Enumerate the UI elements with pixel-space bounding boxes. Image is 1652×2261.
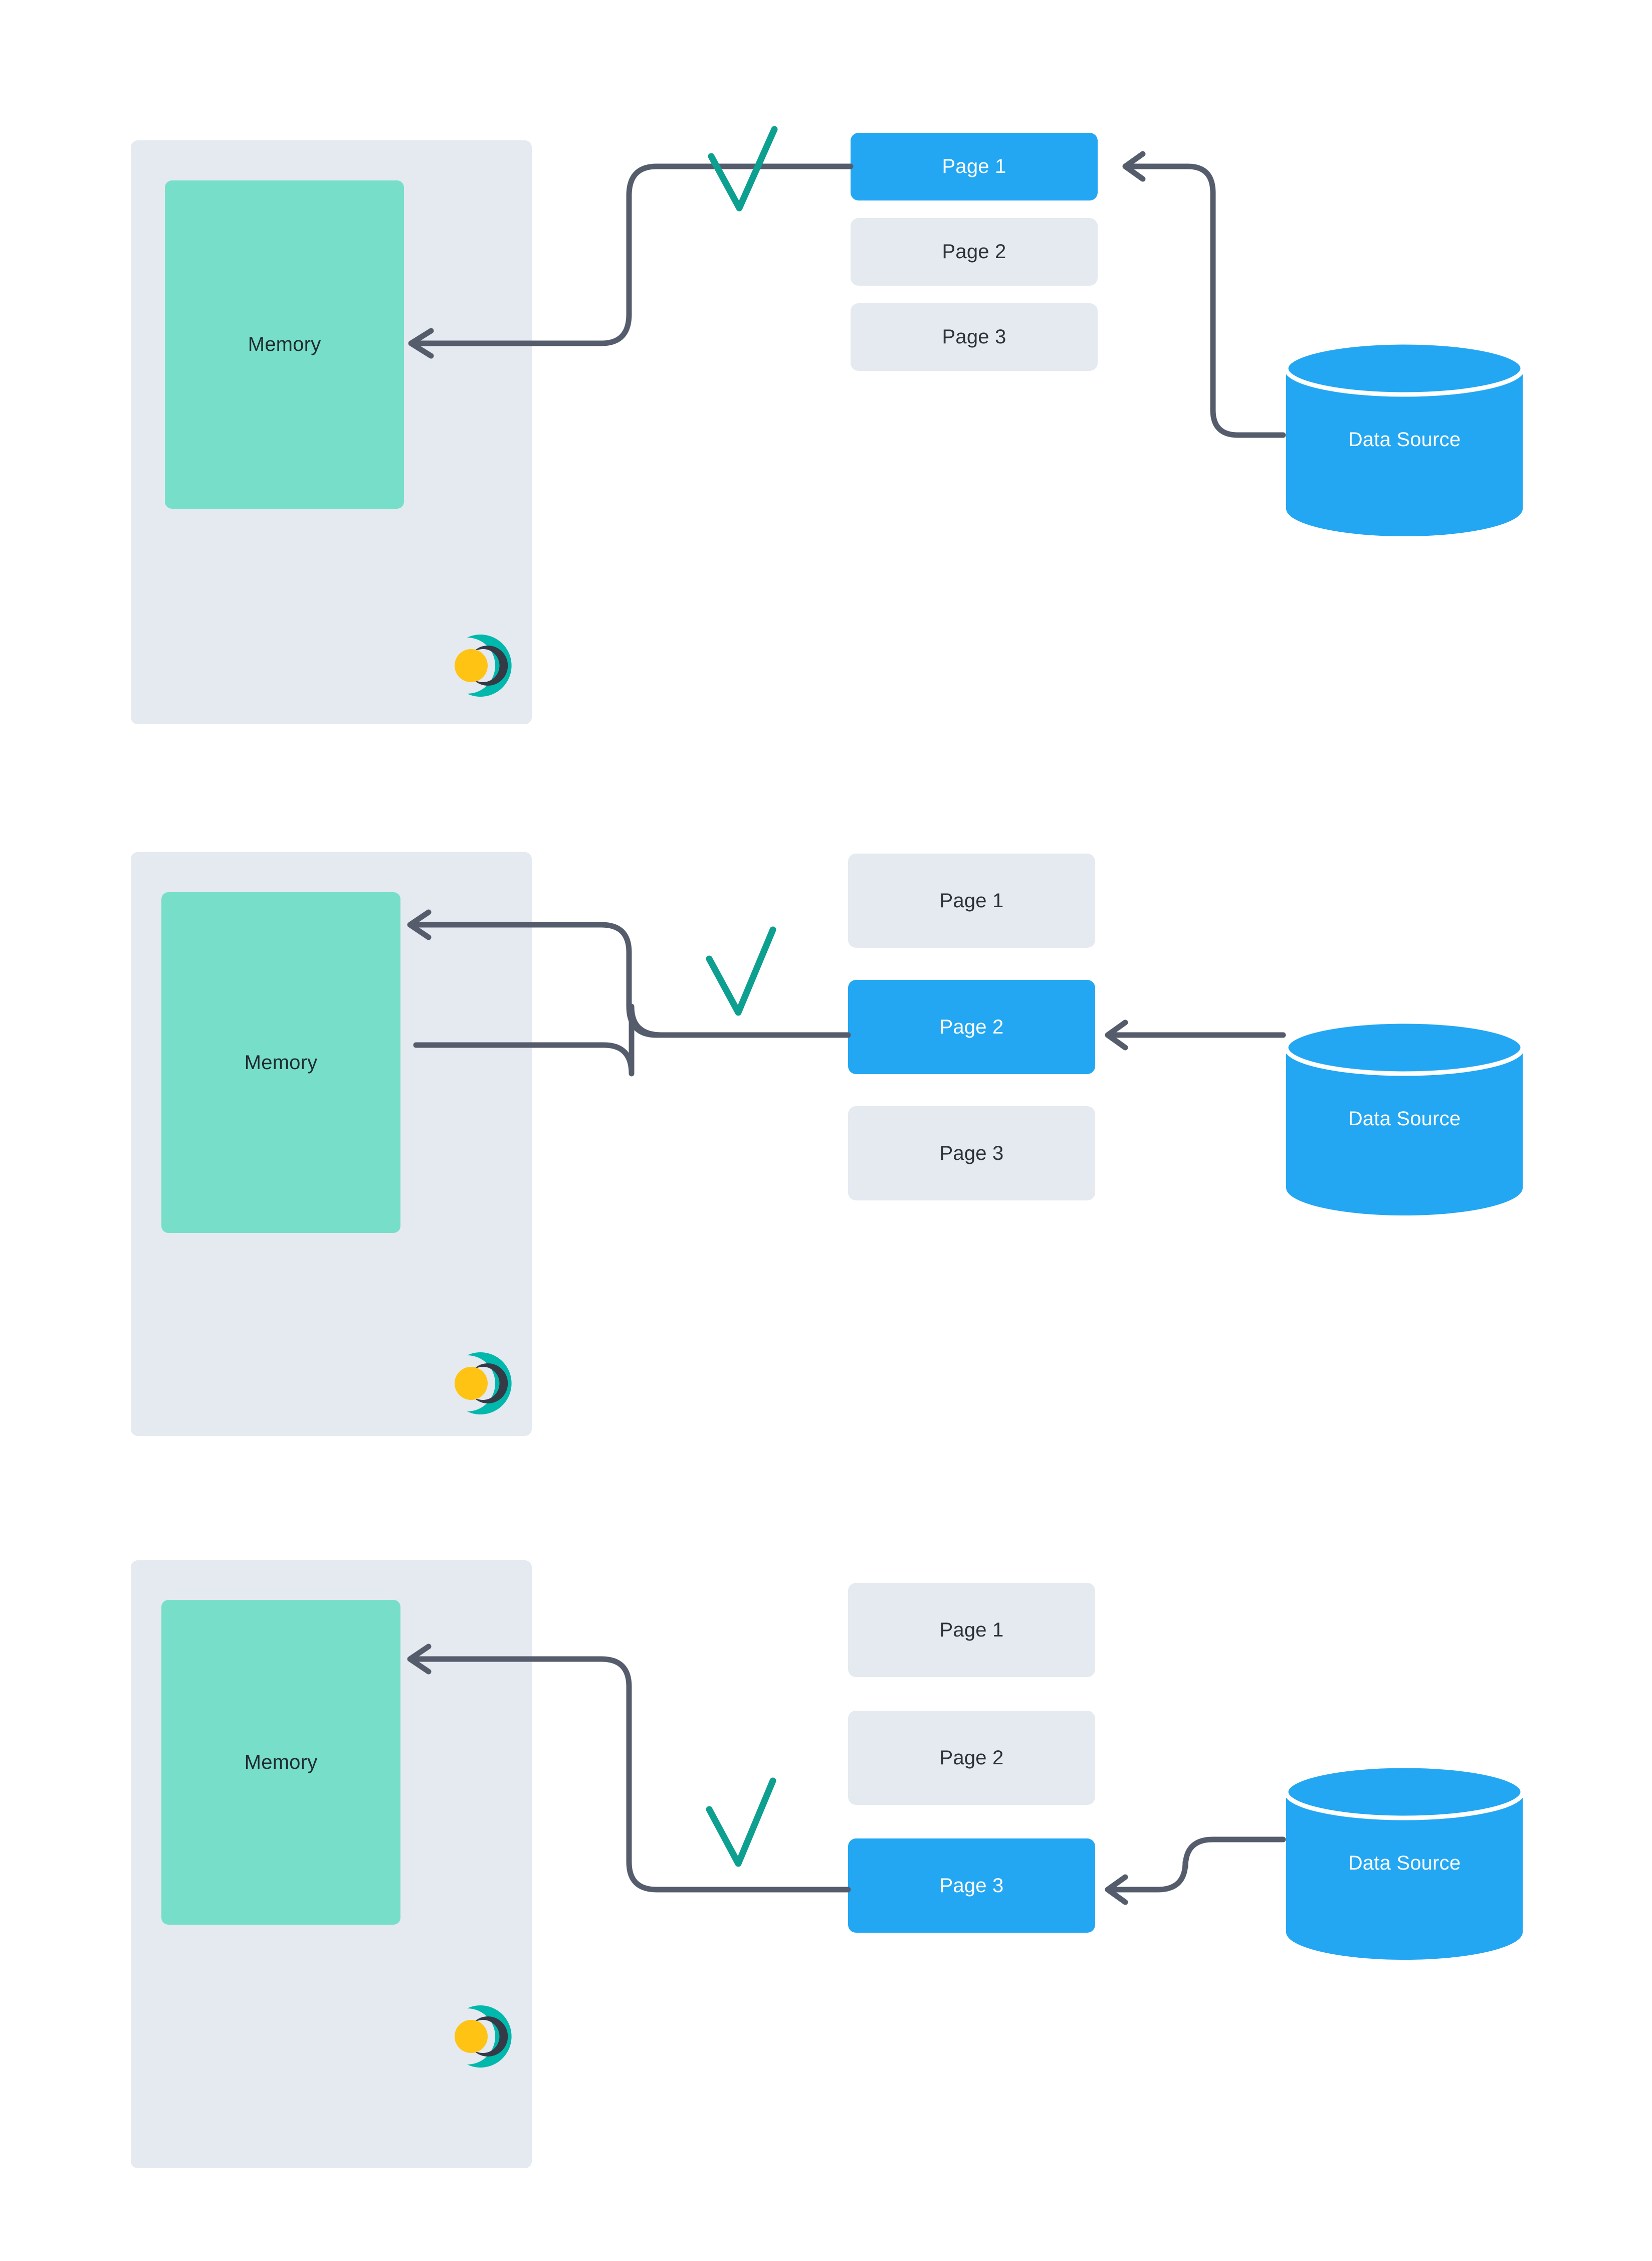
- check-mark-icon-2: [706, 926, 776, 1016]
- page-label-2-1: Page 1: [939, 889, 1004, 912]
- page-box-1-1[interactable]: Page 1: [851, 133, 1098, 200]
- datasource-label-3: Data Source: [1348, 1852, 1461, 1874]
- check-mark-icon-1: [708, 126, 778, 212]
- datasource-cylinder-1[interactable]: Data Source: [1284, 340, 1525, 536]
- page-label-1-1: Page 1: [942, 155, 1006, 177]
- datasource-cylinder-3[interactable]: Data Source: [1284, 1763, 1525, 1960]
- memory-label-3: Memory: [244, 1751, 318, 1773]
- page-box-2-1[interactable]: Page 1: [848, 854, 1095, 948]
- page-box-3-2[interactable]: Page 2: [848, 1711, 1095, 1805]
- page-box-2-2[interactable]: Page 2: [848, 980, 1095, 1074]
- datasource-label-2: Data Source: [1348, 1108, 1461, 1130]
- crescent-logo-3: [446, 2001, 521, 2072]
- memory-box-1[interactable]: Memory: [165, 180, 404, 509]
- page-box-1-2[interactable]: Page 2: [851, 218, 1098, 286]
- crescent-logo-2: [446, 1348, 521, 1418]
- page-label-2-3: Page 3: [939, 1142, 1004, 1164]
- page-box-1-3[interactable]: Page 3: [851, 303, 1098, 371]
- page-box-2-3[interactable]: Page 3: [848, 1106, 1095, 1200]
- memory-box-3[interactable]: Memory: [161, 1600, 400, 1925]
- page-label-1-3: Page 3: [942, 326, 1006, 348]
- page-box-3-1[interactable]: Page 1: [848, 1583, 1095, 1677]
- page-box-3-3[interactable]: Page 3: [848, 1838, 1095, 1933]
- memory-label-1: Memory: [248, 333, 321, 355]
- page-label-3-2: Page 2: [939, 1746, 1004, 1769]
- page-label-2-2: Page 2: [939, 1015, 1004, 1038]
- page-label-1-2: Page 2: [942, 241, 1006, 263]
- page-label-3-1: Page 1: [939, 1618, 1004, 1641]
- datasource-label-1: Data Source: [1348, 429, 1461, 451]
- datasource-cylinder-2[interactable]: Data Source: [1284, 1019, 1525, 1215]
- memory-label-2: Memory: [244, 1051, 318, 1074]
- crescent-logo-1: [446, 631, 521, 701]
- memory-box-2[interactable]: Memory: [161, 892, 400, 1233]
- check-mark-icon-3: [706, 1777, 776, 1867]
- page-label-3-3: Page 3: [939, 1874, 1004, 1897]
